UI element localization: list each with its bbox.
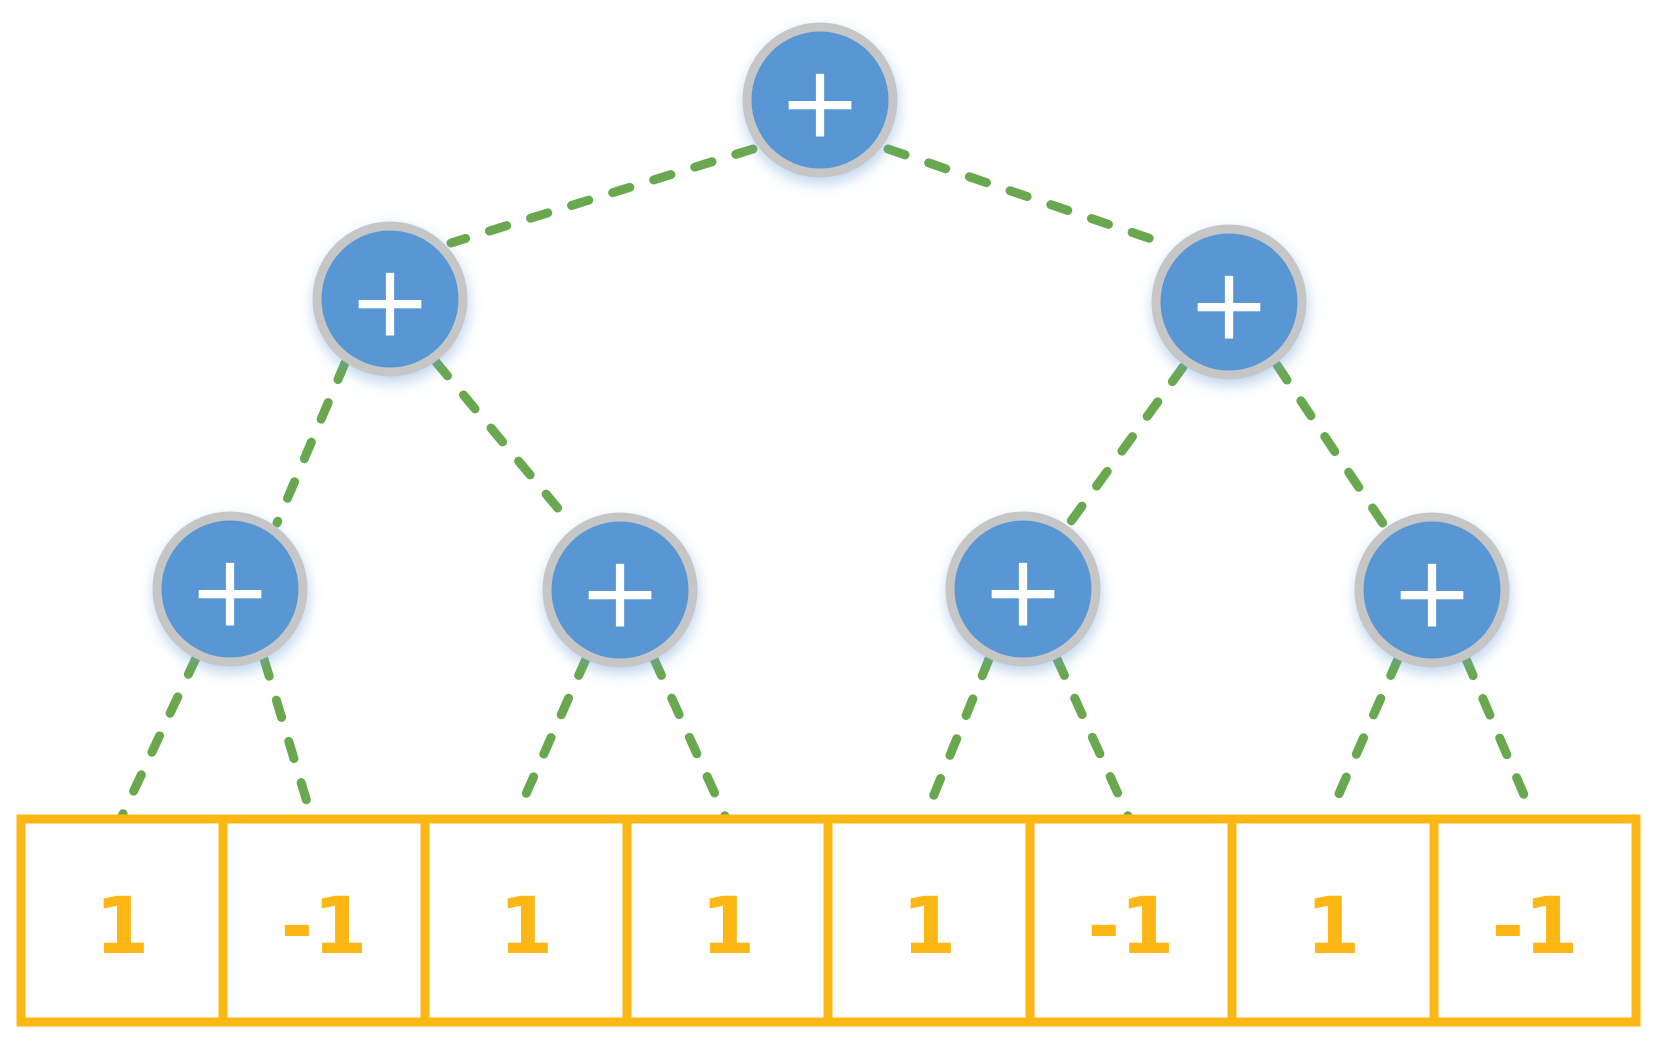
array-cell-value: 1	[1306, 882, 1360, 972]
tree-node-leaf-4: +	[1354, 512, 1510, 668]
edge-root-to-left	[446, 144, 758, 248]
plus-label: +	[1390, 534, 1474, 651]
node-circle	[312, 221, 468, 377]
edge-leaf4-to-cell7	[1326, 654, 1403, 817]
tree-edges	[117, 144, 1538, 821]
plus-label: +	[1187, 246, 1271, 363]
edge-right-to-leaf4	[1272, 360, 1389, 530]
edge-leaf1-to-cell1	[117, 653, 201, 821]
array-cell-value: 1	[701, 882, 755, 972]
edge-root-to-right	[883, 144, 1171, 249]
array-cell-value: 1	[499, 882, 553, 972]
edge-right-to-leaf3	[1064, 362, 1188, 529]
edge-left-to-leaf2	[431, 357, 576, 529]
edge-leaf3-to-cell5	[922, 654, 994, 817]
plus-label: +	[188, 533, 272, 650]
plus-label: +	[981, 533, 1065, 650]
array-cell-value: -1	[1088, 882, 1175, 972]
plus-label: +	[778, 44, 862, 161]
node-circle	[945, 511, 1101, 667]
node-circle	[152, 511, 308, 667]
tree-node-level2-left: +	[312, 221, 468, 377]
array-cell-value: -1	[1492, 882, 1579, 972]
tree-node-leaf-2: +	[542, 512, 698, 668]
node-circle	[542, 512, 698, 668]
edge-leaf4-to-cell8	[1461, 654, 1538, 821]
tree-node-leaf-1: +	[152, 511, 308, 667]
array-cell-value: 1	[902, 882, 956, 972]
tree-node-leaf-3: +	[945, 511, 1101, 667]
node-circle	[1354, 512, 1510, 668]
array-cell-value: 1	[95, 882, 149, 972]
plus-label: +	[578, 534, 662, 651]
edge-leaf3-to-cell6	[1052, 654, 1133, 821]
edge-leaf2-to-cell4	[649, 654, 730, 821]
edge-leaf2-to-cell3	[513, 654, 591, 817]
node-circle	[742, 22, 898, 178]
array-row: 1 -1 1 1 1 -1 1 -1	[16, 814, 1641, 1027]
tree-node-level2-right: +	[1151, 224, 1307, 380]
plus-label: +	[348, 243, 432, 360]
edge-leaf1-to-cell2	[259, 654, 315, 817]
array-cell-value: -1	[281, 882, 368, 972]
edge-left-to-leaf1	[272, 358, 350, 528]
tree-node-root: +	[742, 22, 898, 178]
node-circle	[1151, 224, 1307, 380]
